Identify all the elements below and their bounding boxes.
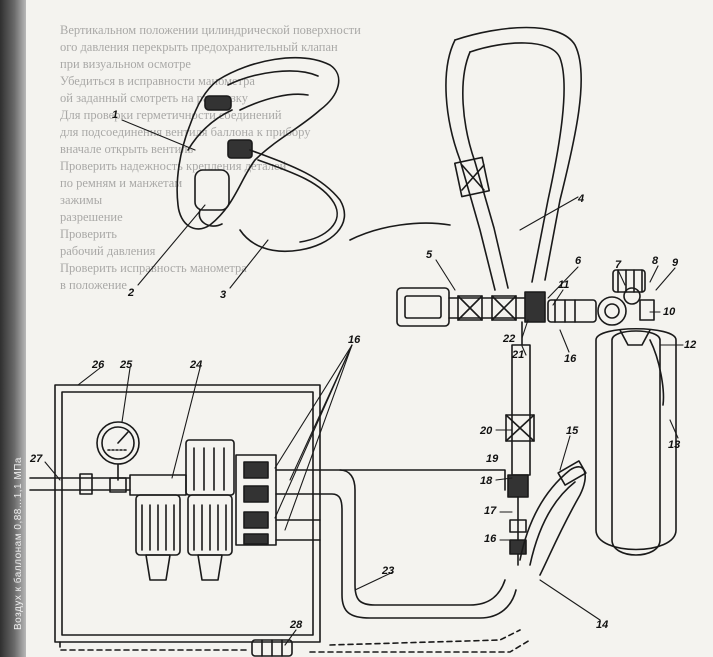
face-mask xyxy=(176,56,340,230)
rescue-hose xyxy=(519,460,587,576)
callout-17: 17 xyxy=(484,505,497,517)
callout-16: 16 xyxy=(564,353,577,365)
callout-labels: 1 2 3 4 5 6 7 8 9 10 11 12 13 14 15 16 1… xyxy=(29,109,696,631)
leader-lines xyxy=(44,119,684,646)
background-text-line: в положение xyxy=(60,278,127,292)
callout-25: 25 xyxy=(119,359,133,371)
callout-16-stand: 16 xyxy=(348,334,361,346)
background-text-line: рабочий давления xyxy=(60,244,156,258)
waist-belt xyxy=(396,287,541,327)
callout-18: 18 xyxy=(480,475,493,487)
background-text-line: ого давления перекрыть предохранительный… xyxy=(60,40,338,54)
filter-assembly xyxy=(129,439,235,581)
callout-9: 9 xyxy=(672,257,679,269)
background-text-line: по ремням и манжетам xyxy=(60,176,183,190)
background-text-line: зажимы xyxy=(60,193,103,207)
dashed-return-lines xyxy=(59,629,531,653)
harness-straps xyxy=(349,26,582,291)
background-text-line: для подсоединения вентиля баллона к приб… xyxy=(60,125,311,139)
cylinder-valve xyxy=(612,269,655,321)
background-text-line: вначале открыть вентиль xyxy=(60,142,194,156)
connection-hose xyxy=(319,469,517,619)
background-text-line: разрешение xyxy=(60,210,123,224)
callout-22: 22 xyxy=(502,333,515,345)
callout-13: 13 xyxy=(668,439,680,451)
callout-2: 2 xyxy=(127,287,134,299)
callout-15: 15 xyxy=(566,425,579,437)
background-text-line: Проверить надежность крепления деталей xyxy=(60,159,287,173)
callout-26: 26 xyxy=(91,359,105,371)
callout-11: 11 xyxy=(558,279,569,291)
callout-21: 21 xyxy=(511,349,524,361)
background-text-line: при визуальном осмотре xyxy=(60,57,191,71)
quick-connector xyxy=(251,639,293,657)
distribution-block xyxy=(235,454,321,546)
background-text-line: Для проверки герметичности соединений xyxy=(60,108,282,122)
callout-12: 12 xyxy=(684,339,696,351)
air-cylinder xyxy=(595,328,677,556)
callout-16-lower: 16 xyxy=(484,533,497,545)
callout-27: 27 xyxy=(29,453,43,465)
background-text-line: Проверить xyxy=(60,227,118,241)
callout-14: 14 xyxy=(596,619,608,631)
callout-19: 19 xyxy=(486,453,499,465)
page-bleed-strip xyxy=(0,0,26,657)
callout-8: 8 xyxy=(652,255,659,267)
callout-20: 20 xyxy=(479,425,493,437)
background-text-line: Проверить исправность манометра xyxy=(60,261,247,275)
breathing-hose xyxy=(239,149,346,253)
air-inlet-pipe xyxy=(29,473,131,495)
pressure-gauge xyxy=(96,421,140,493)
callout-4: 4 xyxy=(577,193,584,205)
callout-28: 28 xyxy=(289,619,303,631)
callout-5: 5 xyxy=(426,249,433,261)
callout-3: 3 xyxy=(220,289,226,301)
supply-hose-vertical xyxy=(505,321,535,566)
background-text-line: Вертикальном положении цилиндрической по… xyxy=(60,23,361,37)
background-text-line: Убедиться в исправности манометра xyxy=(60,74,255,88)
test-stand-frame xyxy=(54,384,321,643)
callout-7: 7 xyxy=(615,259,622,271)
callout-24: 24 xyxy=(189,359,202,371)
callout-10: 10 xyxy=(663,306,676,318)
callout-6: 6 xyxy=(575,255,582,267)
callout-1: 1 xyxy=(112,109,118,121)
callout-23: 23 xyxy=(381,565,394,577)
pressure-reducer xyxy=(524,291,627,326)
